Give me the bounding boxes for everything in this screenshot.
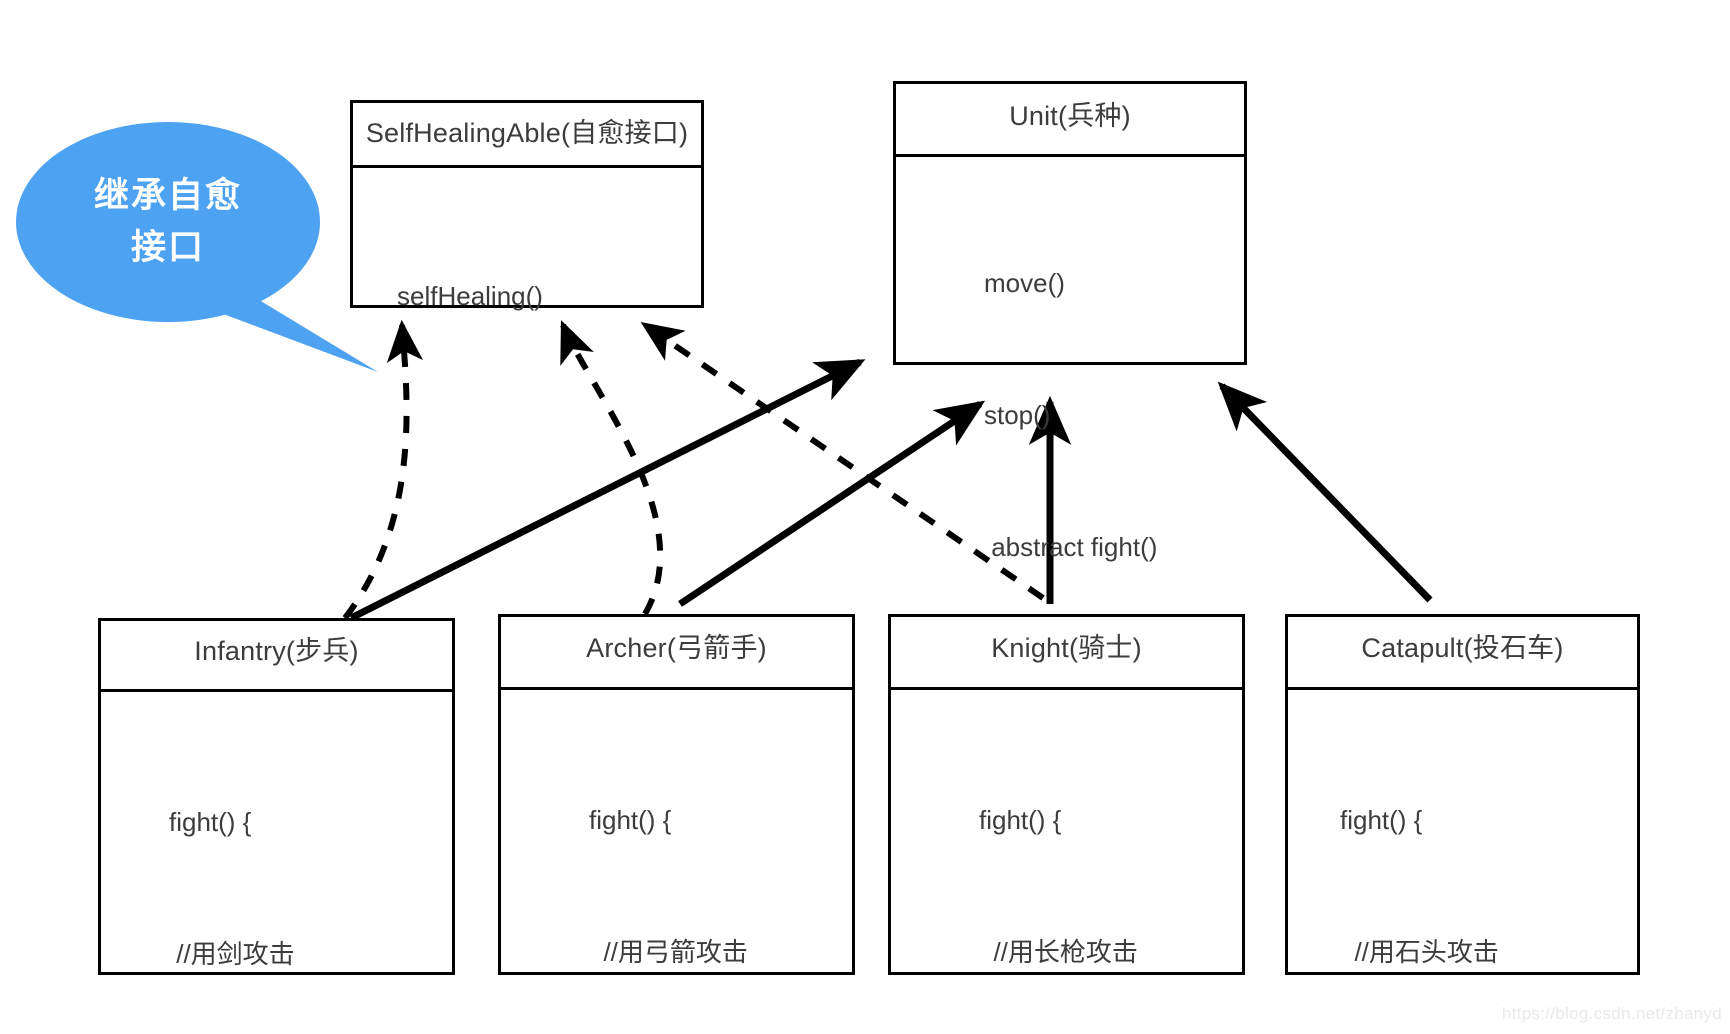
member-line: abstract fight() xyxy=(984,532,1158,562)
member-line: fight() { xyxy=(979,805,1062,835)
class-box-selfhealingable[interactable]: SelfHealingAble(自愈接口) selfHealing() xyxy=(350,100,704,311)
class-members-selfhealingable: selfHealing() xyxy=(353,168,701,406)
class-box-unit[interactable]: Unit(兵种) move() stop() abstract fight() xyxy=(893,81,1247,562)
watermark: https://blog.csdn.net/zhanyd xyxy=(1501,1004,1722,1023)
member-line: fight() { xyxy=(169,807,252,837)
member-line: selfHealing() xyxy=(397,281,543,311)
class-members-archer: fight() { //用弓箭攻击 } selfHealing() { //每秒… xyxy=(501,690,852,1034)
class-box-knight[interactable]: Knight(骑士) fight() { //用长枪攻击 } selfHeali… xyxy=(888,614,1245,975)
member-line: //用长枪攻击 xyxy=(979,937,1138,967)
member-line: fight() { xyxy=(589,805,672,835)
class-members-unit: move() stop() abstract fight() xyxy=(896,157,1244,657)
callout-shape xyxy=(16,122,378,372)
class-title-knight: Knight(骑士) xyxy=(891,617,1242,690)
member-line: //用剑攻击 xyxy=(169,939,295,969)
class-box-archer[interactable]: Archer(弓箭手) fight() { //用弓箭攻击 } selfHeal… xyxy=(498,614,855,975)
class-box-catapult[interactable]: Catapult(投石车) fight() { //用石头攻击 } xyxy=(1285,614,1640,975)
class-members-knight: fight() { //用长枪攻击 } selfHealing() { //每秒… xyxy=(891,690,1242,1034)
member-line: move() xyxy=(984,268,1065,298)
member-line: //用弓箭攻击 xyxy=(589,937,748,967)
class-title-infantry: Infantry(步兵) xyxy=(101,621,452,692)
class-box-infantry[interactable]: Infantry(步兵) fight() { //用剑攻击 } selfHeal… xyxy=(98,618,455,975)
member-line: stop() xyxy=(984,400,1051,430)
member-line: fight() { xyxy=(1340,805,1423,835)
member-line: //用石头攻击 xyxy=(1340,937,1499,967)
class-title-selfhealingable: SelfHealingAble(自愈接口) xyxy=(353,103,701,168)
class-members-infantry: fight() { //用剑攻击 } selfHealing() { //每秒回… xyxy=(101,692,452,1034)
class-title-unit: Unit(兵种) xyxy=(896,84,1244,157)
class-members-catapult: fight() { //用石头攻击 } xyxy=(1288,690,1637,1034)
edge-catapult-unit xyxy=(1217,381,1433,603)
class-title-archer: Archer(弓箭手) xyxy=(501,617,852,690)
callout-ellipse xyxy=(16,122,320,322)
callout-bubble: 继承自愈 接口 xyxy=(16,122,378,372)
class-title-catapult: Catapult(投石车) xyxy=(1288,617,1637,690)
